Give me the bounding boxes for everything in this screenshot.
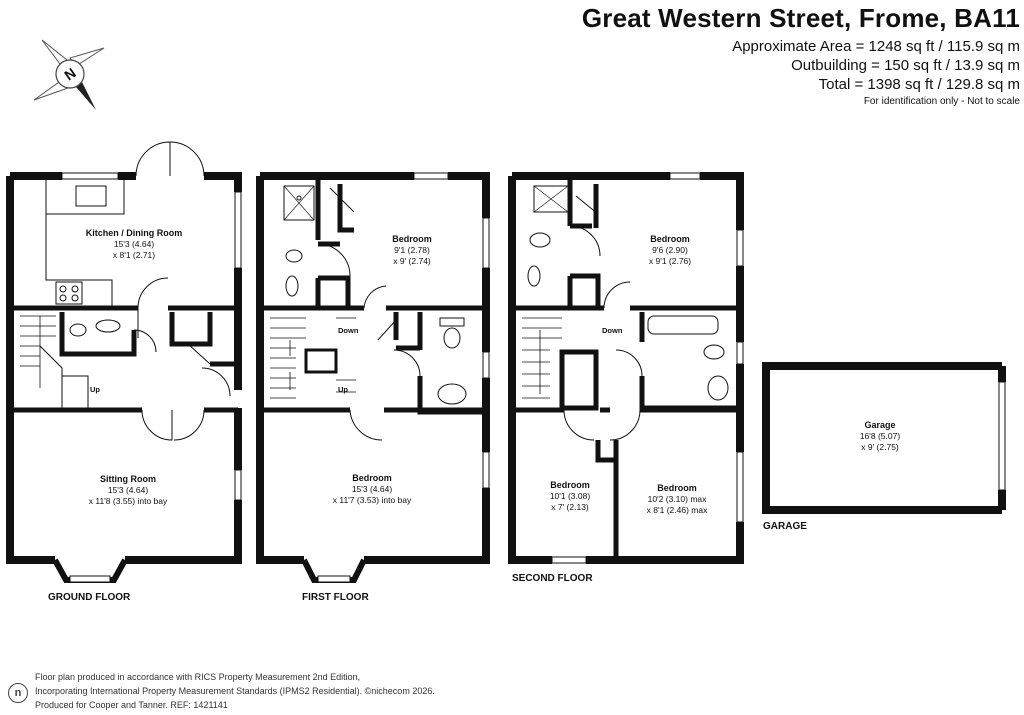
first-bedroom1-dim1: 9'1 (2.78) — [394, 245, 430, 255]
total-area-text: Total = 1398 sq ft / 129.8 sq m — [818, 76, 1020, 93]
second-floor-plan — [508, 172, 744, 564]
garage-label: GARAGE — [763, 521, 807, 532]
footer-line-1: Floor plan produced in accordance with R… — [35, 672, 361, 682]
second-bedroom1-dim1: 9'6 (2.90) — [652, 245, 688, 255]
second-bedroom3-name: Bedroom — [657, 483, 697, 493]
garage-plan — [762, 362, 1006, 514]
second-bedroom2-name: Bedroom — [550, 480, 590, 490]
second-bedroom2-dim1: 10'1 (3.08) — [550, 491, 591, 501]
page-title: Great Western Street, Frome, BA11 — [581, 3, 1020, 33]
garage-name: Garage — [864, 420, 895, 430]
first-floor-label: FIRST FLOOR — [302, 592, 369, 603]
sitting-room-dim1: 15'3 (4.64) — [108, 485, 149, 495]
second-floor-label: SECOND FLOOR — [512, 573, 593, 584]
ground-stairs-up: Up — [90, 385, 100, 394]
second-bedroom2-dim2: x 7' (2.13) — [551, 502, 589, 512]
first-floor-plan — [256, 172, 490, 583]
north-arrow-icon: N — [33, 39, 105, 110]
sitting-room-dim2: x 11'8 (3.55) into bay — [89, 496, 168, 506]
second-bedroom3-dim2: x 8'1 (2.46) max — [647, 505, 708, 515]
second-bedroom1-dim2: x 9'1 (2.76) — [649, 256, 691, 266]
ground-floor-label: GROUND FLOOR — [48, 592, 131, 603]
first-bedroom1-dim2: x 9' (2.74) — [393, 256, 431, 266]
first-bedroom1-name: Bedroom — [392, 234, 432, 244]
garage-dim2: x 9' (2.75) — [861, 442, 899, 452]
kitchen-name: Kitchen / Dining Room — [86, 228, 183, 238]
first-bedroom2-dim2: x 11'7 (3.53) into bay — [333, 495, 412, 505]
ground-floor-plan — [6, 141, 242, 583]
outbuilding-area-text: Outbuilding = 150 sq ft / 13.9 sq m — [791, 57, 1020, 74]
second-bedroom1-name: Bedroom — [650, 234, 690, 244]
kitchen-dim2: x 8'1 (2.71) — [113, 250, 155, 260]
kitchen-dim1: 15'3 (4.64) — [114, 239, 155, 249]
second-stairs-down: Down — [602, 326, 623, 335]
disclaimer-note: For identification only - Not to scale — [863, 96, 1020, 107]
second-bedroom3-dim1: 10'2 (3.10) max — [648, 494, 708, 504]
first-stairs-down: Down — [338, 326, 359, 335]
approx-area-text: Approximate Area = 1248 sq ft / 115.9 sq… — [732, 38, 1020, 55]
footer-line-3: Produced for Cooper and Tanner. REF: 142… — [35, 700, 228, 710]
footer-line-2: Incorporating International Property Mea… — [35, 686, 435, 696]
nichecom-logo-icon: n — [8, 683, 28, 703]
garage-dim1: 16'8 (5.07) — [860, 431, 901, 441]
first-bedroom2-name: Bedroom — [352, 473, 392, 483]
first-stairs-up: Up — [338, 385, 348, 394]
first-bedroom2-dim1: 15'3 (4.64) — [352, 484, 393, 494]
sitting-room-name: Sitting Room — [100, 474, 156, 484]
